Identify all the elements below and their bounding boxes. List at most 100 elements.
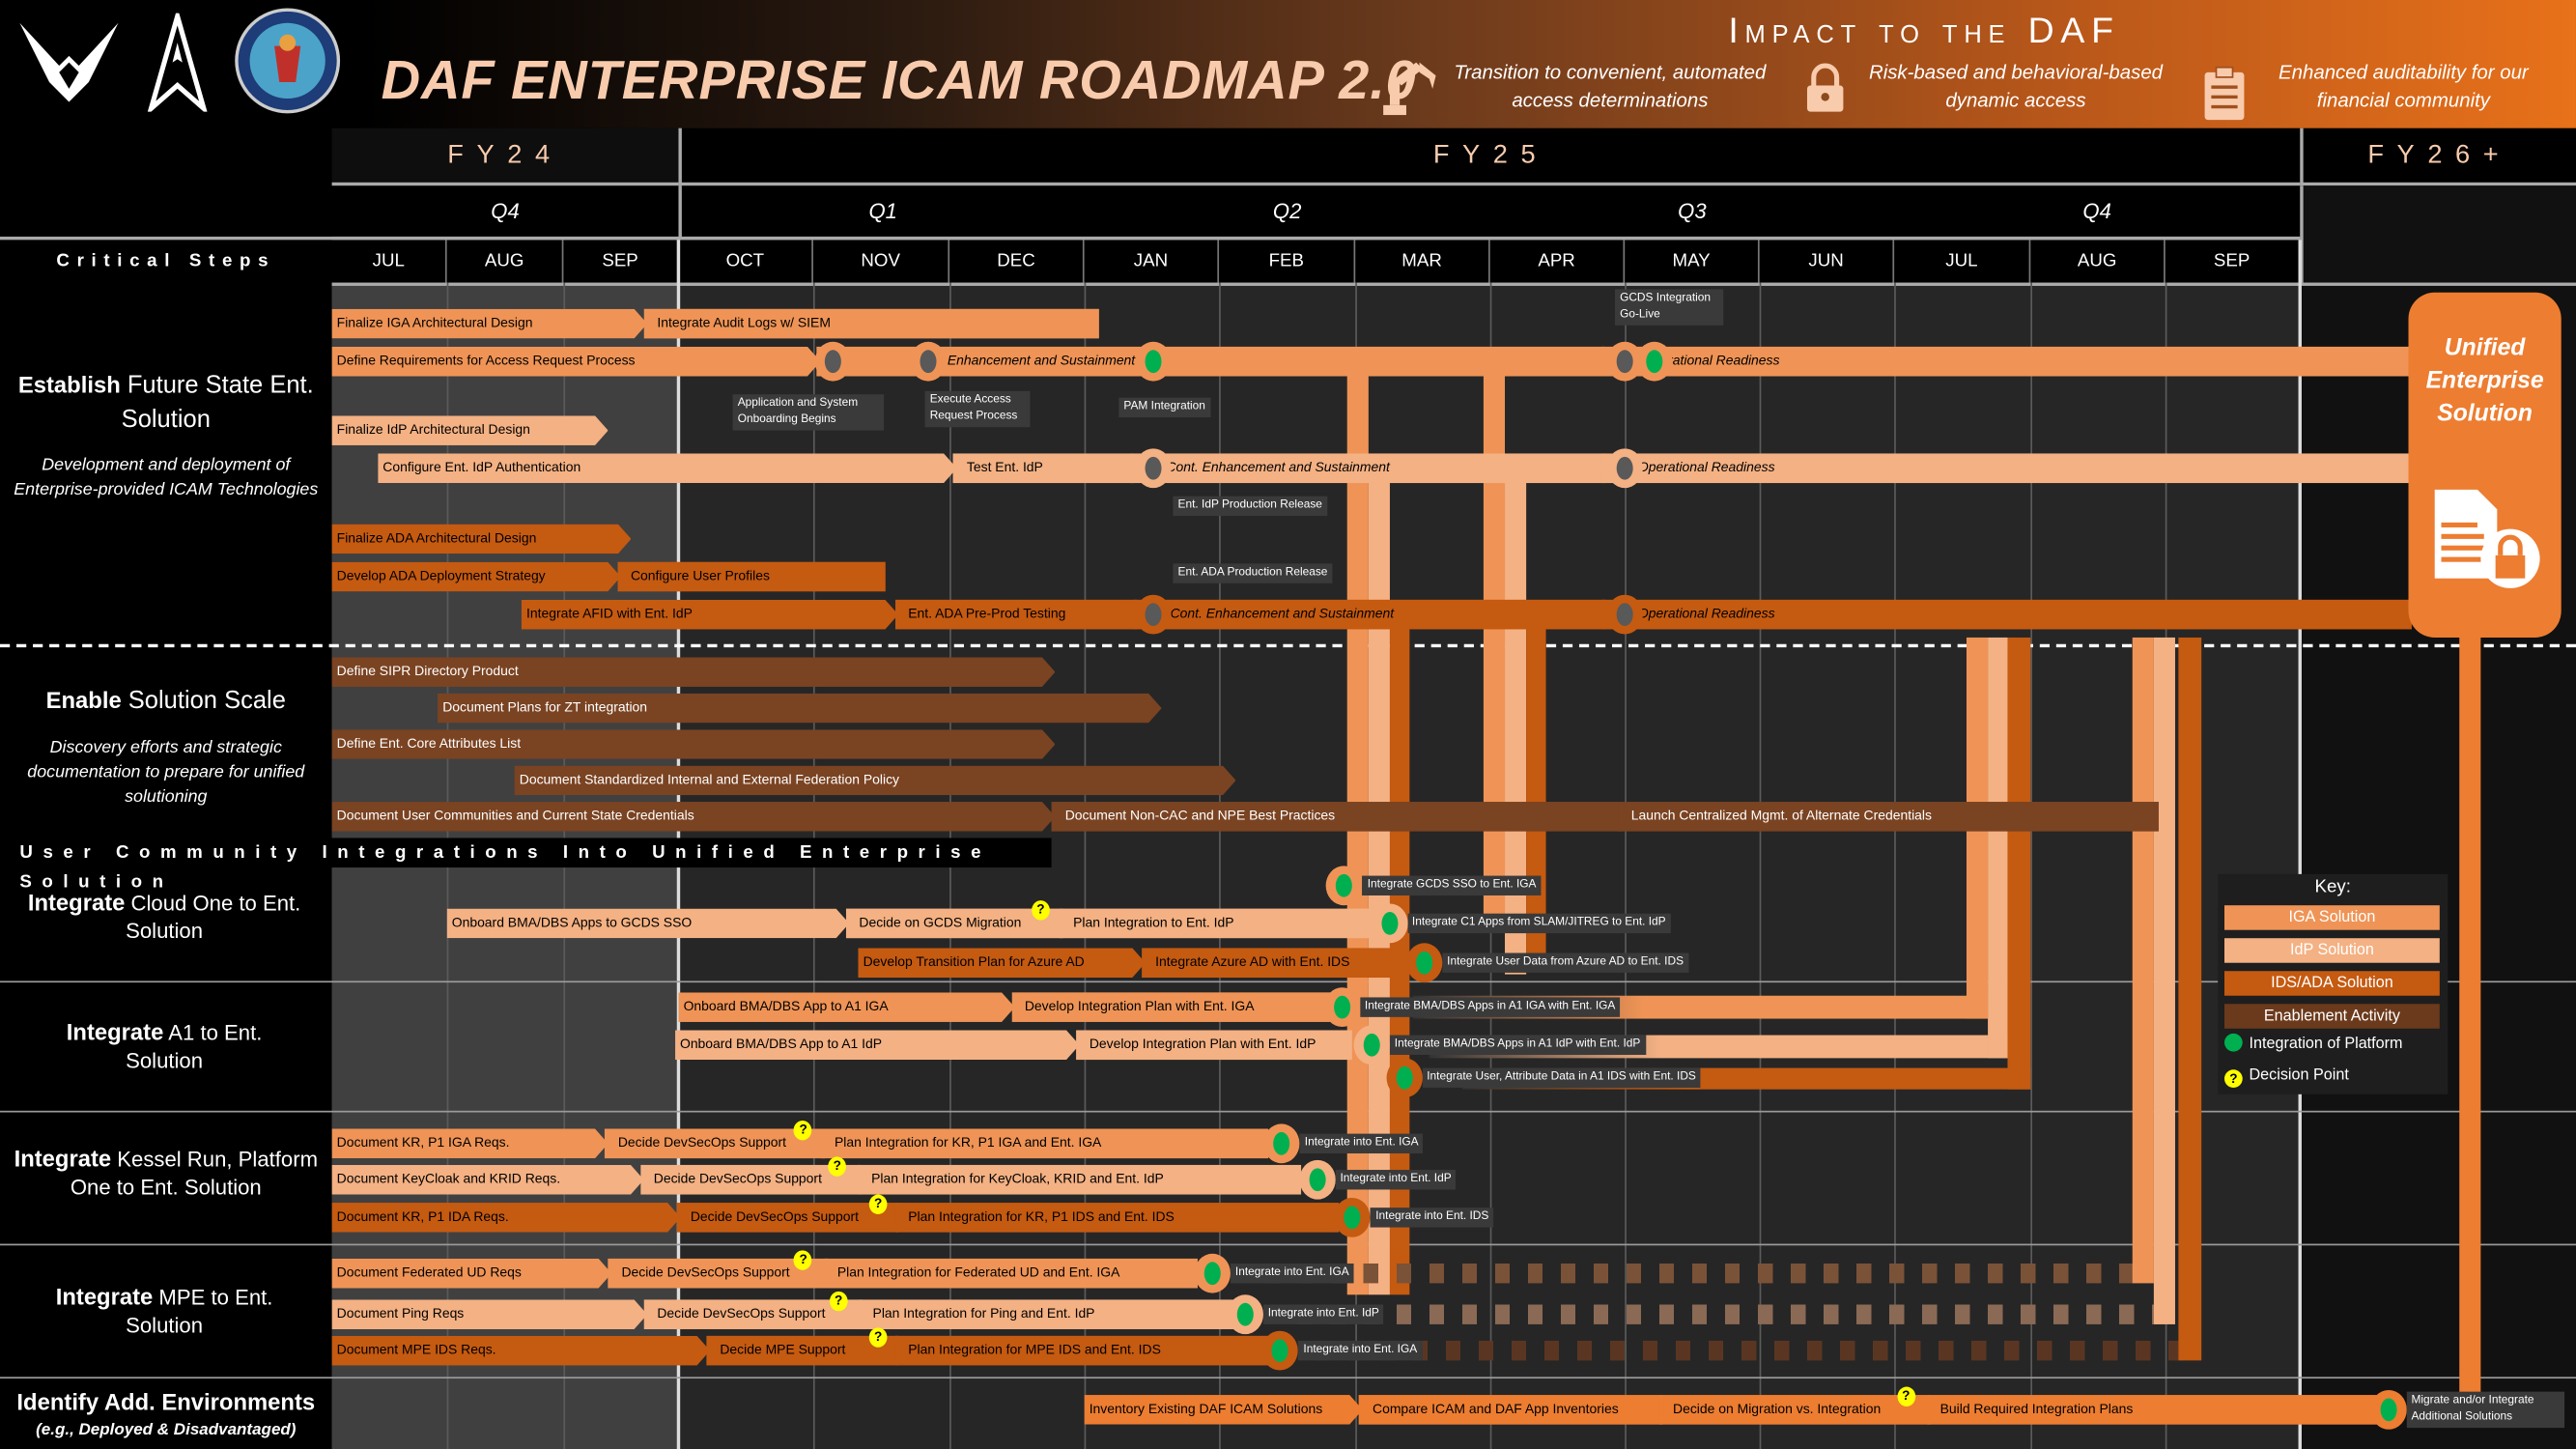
- task-bar[interactable]: Plan Integration for KR, P1 IGA and Ent.…: [821, 1128, 1269, 1159]
- decision-point-icon[interactable]: ?: [794, 1250, 812, 1270]
- task-bar[interactable]: Document Ping Reqs: [332, 1299, 648, 1329]
- task-label: Configure User Profiles: [630, 568, 770, 583]
- task-label: Document Federated UD Reqs: [336, 1264, 522, 1280]
- milestone-done[interactable]: [1334, 1197, 1372, 1237]
- task-label: Document KeyCloak and KRID Reqs.: [336, 1171, 561, 1187]
- milestone-pending[interactable]: [1134, 448, 1172, 489]
- task-bar[interactable]: Inventory Existing DAF ICAM Solutions: [1085, 1395, 1363, 1425]
- task-bar[interactable]: Integrate Azure AD with Ent. IDS: [1142, 948, 1409, 979]
- task-label: Develop Integration Plan with Ent. IdP: [1089, 1037, 1316, 1052]
- document-lock-icon: [2434, 489, 2540, 588]
- milestone-pending[interactable]: [1606, 448, 1643, 489]
- task-bar[interactable]: Document KeyCloak and KRID Reqs.: [332, 1165, 644, 1195]
- milestone-done[interactable]: [1227, 1294, 1263, 1335]
- task-bar[interactable]: Decide DevSecOps Support: [643, 1299, 863, 1330]
- task-bar[interactable]: Finalize ADA Architectural Design: [332, 525, 632, 554]
- task-bar[interactable]: Onboard BMA/DBS App to A1 IGA: [678, 992, 1014, 1022]
- task-bar[interactable]: Define SIPR Directory Product: [332, 657, 1056, 687]
- task-bar[interactable]: Plan Integration for KeyCloak, KRID and …: [858, 1164, 1302, 1195]
- task-bar[interactable]: Test Ent. IdP: [953, 453, 1134, 484]
- task-bar[interactable]: Operational Readiness: [1601, 599, 2412, 630]
- milestone-done[interactable]: [2369, 1389, 2407, 1430]
- section-enable-title: Enable Solution Scale: [45, 686, 286, 715]
- decision-point-icon[interactable]: ?: [1032, 900, 1050, 921]
- month-oct: OCT: [678, 240, 813, 283]
- task-bar[interactable]: Build Required Integration Plans: [1926, 1395, 2378, 1425]
- connector-pipe-idp: [1505, 481, 1527, 975]
- task-bar[interactable]: Document User Communities and Current St…: [332, 802, 1056, 832]
- task-bar[interactable]: Cont. Enhancement and Sustainment: [1134, 599, 1605, 630]
- month-apr: APR: [1490, 240, 1626, 283]
- task-bar[interactable]: Plan Integration for Federated UD and En…: [824, 1258, 1199, 1289]
- task-bar[interactable]: Decide DevSecOps Support: [677, 1203, 899, 1233]
- milestone-label: Integrate into Ent. IGA: [1298, 1340, 1423, 1361]
- milestone-done[interactable]: [1261, 1330, 1299, 1371]
- task-bar[interactable]: Document Non-CAC and NPE Best Practices: [1052, 802, 1622, 832]
- milestone-pending[interactable]: [1134, 594, 1172, 635]
- decision-point-icon[interactable]: ?: [828, 1156, 847, 1177]
- milestone-done[interactable]: [1134, 341, 1172, 382]
- task-bar[interactable]: Document Standardized Internal and Exter…: [515, 766, 1236, 796]
- decision-point-icon[interactable]: ?: [868, 1194, 888, 1214]
- task-bar[interactable]: Cont. Enhancement and Sustainment: [817, 346, 1605, 377]
- task-bar[interactable]: Decide DevSecOps Support: [605, 1128, 825, 1159]
- milestone-done[interactable]: [1298, 1159, 1336, 1200]
- milestone-done[interactable]: [1405, 943, 1443, 983]
- milestone-done[interactable]: [1323, 987, 1360, 1028]
- task-bar[interactable]: Develop Transition Plan for Azure AD: [859, 948, 1146, 978]
- task-bar[interactable]: Decide on Migration vs. Integration: [1659, 1395, 1931, 1425]
- task-bar[interactable]: Configure User Profiles: [617, 561, 887, 592]
- task-bar[interactable]: Define Ent. Core Attributes List: [332, 729, 1056, 759]
- task-bar[interactable]: Plan Integration for KR, P1 IDS and Ent.…: [894, 1203, 1339, 1233]
- task-bar[interactable]: Plan Integration for MPE IDS and Ent. ID…: [894, 1335, 1269, 1366]
- task-bar[interactable]: Configure Ent. IdP Authentication: [378, 453, 956, 483]
- task-bar[interactable]: Document MPE IDS Reqs.: [332, 1336, 711, 1366]
- task-bar[interactable]: Plan Integration to Ent. IdP: [1060, 908, 1382, 939]
- task-bar[interactable]: Develop ADA Deployment Strategy: [332, 562, 621, 592]
- task-bar[interactable]: Document KR, P1 IGA Reqs.: [332, 1129, 609, 1159]
- task-bar[interactable]: Decide on GCDS Migration: [845, 908, 1063, 939]
- task-bar[interactable]: Compare ICAM and DAF App Inventories: [1359, 1395, 1663, 1425]
- task-bar[interactable]: Document Federated UD Reqs: [332, 1259, 612, 1289]
- decision-point-icon[interactable]: ?: [829, 1291, 848, 1312]
- milestone-done[interactable]: [1636, 341, 1673, 382]
- task-bar[interactable]: Launch Centralized Mgmt. of Alternate Cr…: [1618, 802, 2160, 832]
- task-bar[interactable]: Integrate AFID with Ent. IdP: [522, 600, 898, 630]
- task-bar[interactable]: Decide MPE Support: [706, 1335, 899, 1366]
- milestone-done[interactable]: [1263, 1123, 1300, 1164]
- decision-point-icon[interactable]: ?: [794, 1121, 812, 1141]
- milestone-done[interactable]: [1326, 866, 1363, 906]
- milestone-pending[interactable]: [1606, 594, 1643, 635]
- task-bar[interactable]: Document KR, P1 IDA Reqs.: [332, 1203, 681, 1233]
- task-bar[interactable]: Define Requirements for Access Request P…: [332, 347, 821, 377]
- task-bar[interactable]: Plan Integration for Ping and Ent. IdP: [859, 1299, 1249, 1330]
- task-bar[interactable]: Onboard BMA/DBS App to A1 IdP: [675, 1030, 1080, 1060]
- decision-point-icon[interactable]: ?: [868, 1327, 888, 1348]
- task-label: Decide DevSecOps Support: [657, 1306, 826, 1321]
- task-bar[interactable]: Finalize IGA Architectural Design: [332, 309, 648, 339]
- milestone-done[interactable]: [1371, 903, 1407, 944]
- task-bar[interactable]: Finalize IdP Architectural Design: [332, 415, 609, 445]
- task-bar[interactable]: Decide DevSecOps Support: [608, 1258, 828, 1289]
- milestone-pending[interactable]: [909, 341, 947, 382]
- task-bar[interactable]: Document Plans for ZT integration: [438, 694, 1162, 724]
- task-bar[interactable]: Decide DevSecOps Support: [640, 1164, 862, 1195]
- milestone-done[interactable]: [1385, 1058, 1423, 1098]
- month-dec: DEC: [949, 240, 1085, 283]
- task-bar[interactable]: Develop Integration Plan with Ent. IdP: [1076, 1030, 1352, 1061]
- month-gridline: [2030, 282, 2033, 1449]
- decision-point-icon[interactable]: ?: [1896, 1386, 1915, 1406]
- task-bar[interactable]: Integrate Audit Logs w/ SIEM: [643, 308, 1100, 339]
- milestone-done[interactable]: [1353, 1025, 1390, 1065]
- impact-automated-access: Transition to convenient, automated acce…: [1454, 60, 1767, 112]
- task-bar[interactable]: Develop Integration Plan with Ent. IGA: [1011, 992, 1332, 1022]
- task-bar[interactable]: Onboard BMA/DBS Apps to GCDS SSO: [447, 909, 850, 939]
- task-bar[interactable]: Ent. ADA Pre-Prod Testing: [894, 599, 1138, 630]
- milestone-pending[interactable]: [813, 341, 851, 382]
- connector-pipe-iga: [1346, 374, 1369, 1295]
- task-bar[interactable]: Cont. Enhancement and Sustainment: [1129, 453, 1605, 484]
- milestone-done[interactable]: [1194, 1253, 1231, 1293]
- task-bar[interactable]: Operational Readiness: [1601, 346, 2412, 377]
- task-bar[interactable]: Operational Readiness: [1601, 453, 2412, 484]
- return-pipe-iga: [2132, 637, 2154, 1284]
